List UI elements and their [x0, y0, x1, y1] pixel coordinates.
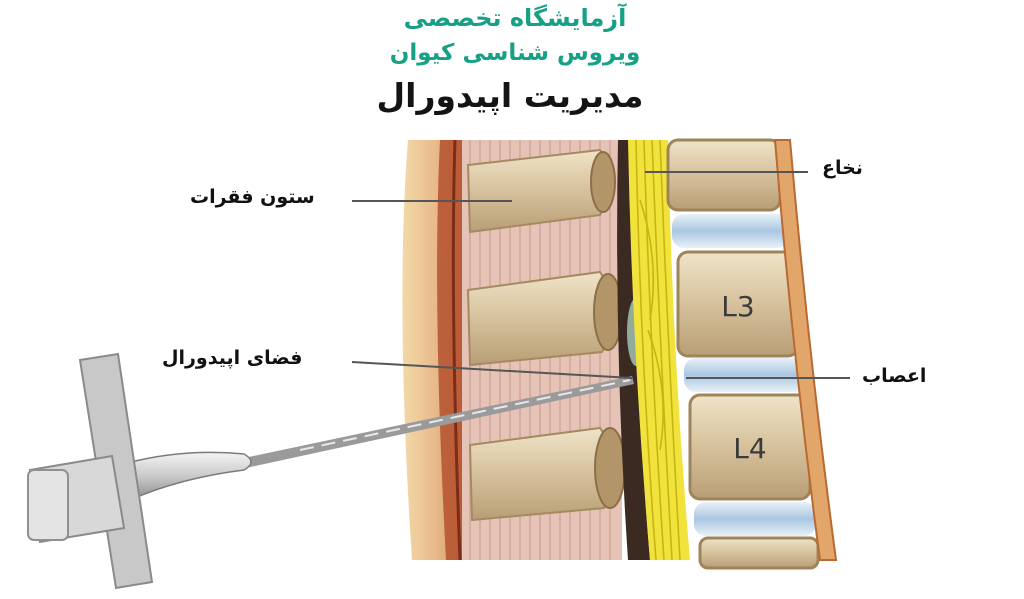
epidural-needle	[27, 352, 634, 590]
label-epidural-space: فضای اپیدورال	[162, 347, 303, 369]
label-spinal-cord: نخاع	[822, 157, 863, 179]
label-spinal-column: ستون فقرات	[190, 186, 315, 208]
spinous-processes	[466, 148, 626, 522]
page-title: مدیریت اپیدورال	[376, 76, 644, 115]
vertebra-label-l4: L4	[733, 432, 766, 465]
label-nerves: اعصاب	[862, 365, 927, 387]
vertebral-bodies	[666, 138, 820, 570]
pointer-lines	[351, 171, 850, 379]
skin-layers	[402, 139, 470, 561]
anterior-edge	[773, 139, 838, 561]
brand-line-2: ویروس شناسی کیوان	[389, 40, 641, 66]
spinal-cord	[628, 139, 690, 561]
vertebra-label-l3: L3	[721, 290, 754, 323]
brand-line-1: آزمایشگاه تخصصی	[403, 4, 627, 32]
